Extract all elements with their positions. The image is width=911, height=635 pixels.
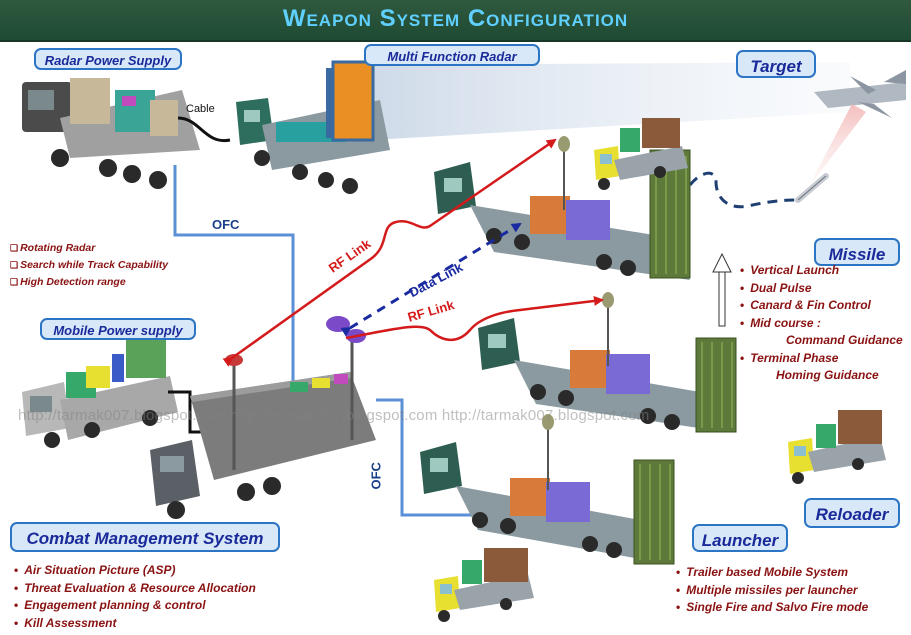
launcher-feature: Single Fire and Salvo Fire mode	[676, 599, 868, 617]
reloader-callout: Reloader	[804, 498, 900, 528]
data-link-line	[340, 222, 522, 337]
launcher-feature-list: Trailer based Mobile System Multiple mis…	[676, 564, 868, 617]
cable-label: Cable	[186, 103, 215, 115]
cms-feature: Air Situation Picture (ASP)	[14, 562, 256, 580]
missile-feature: Canard & Fin Control	[740, 297, 903, 315]
title-banner: Weapon System Configuration	[0, 0, 911, 42]
radar-feature: Search while Track Capability	[10, 257, 168, 274]
radar-feature: High Detection range	[10, 274, 168, 291]
seeker-cone	[808, 104, 866, 188]
launcher-feature: Multiple missiles per launcher	[676, 582, 868, 600]
ofc-label-top: OFC	[212, 217, 240, 232]
missile-feature: Dual Pulse	[740, 280, 903, 298]
radar-truck	[236, 60, 390, 194]
cms-feature: Threat Evaluation & Resource Allocation	[14, 580, 256, 598]
page-title: Weapon System Configuration	[282, 5, 629, 32]
cms-feature: Engagement planning & control	[14, 597, 256, 615]
target-callout: Target	[736, 50, 816, 78]
vertical-launch-arrow	[712, 252, 732, 327]
reloader-truck-2	[788, 410, 886, 484]
launcher-callout: Launcher	[692, 524, 788, 552]
reloader-truck-1	[594, 118, 688, 190]
radar-beam	[372, 62, 850, 140]
multi-function-radar-callout: Multi Function Radar	[364, 44, 540, 66]
missile-feature: Mid course :	[740, 315, 903, 333]
target-aircraft	[814, 70, 906, 118]
missile-feature: Homing Guidance	[776, 368, 879, 382]
missile-trajectory	[688, 171, 797, 209]
reloader-truck-3	[434, 548, 534, 622]
mobile-power-supply-truck	[22, 340, 178, 448]
launcher-truck-3	[420, 414, 675, 565]
launcher-feature: Trailer based Mobile System	[676, 564, 868, 582]
combat-management-system-callout: Combat Management System	[10, 522, 280, 552]
missile-feature: Vertical Launch	[740, 262, 903, 280]
radar-power-supply-truck	[22, 78, 200, 189]
missile-in-flight	[795, 173, 829, 203]
ofc-label-bottom: OFC	[368, 462, 384, 490]
cms-feature: Kill Assessment	[14, 615, 256, 633]
missile-feature-list: Vertical Launch Dual Pulse Canard & Fin …	[740, 262, 903, 385]
missile-feature: Terminal Phase	[740, 350, 903, 368]
missile-feature: Command Guidance	[786, 333, 903, 347]
radar-feature: Rotating Radar	[10, 240, 168, 257]
ofc-line-launcher	[376, 398, 498, 517]
mobile-power-supply-callout: Mobile Power supply	[40, 318, 196, 340]
cms-feature-list: Air Situation Picture (ASP) Threat Evalu…	[14, 562, 256, 632]
watermark-text: http://tarmak007.blogspot.com http://tar…	[18, 407, 650, 424]
radar-power-supply-callout: Radar Power Supply	[34, 48, 182, 70]
radar-feature-list: Rotating Radar Search while Track Capabi…	[10, 240, 168, 291]
